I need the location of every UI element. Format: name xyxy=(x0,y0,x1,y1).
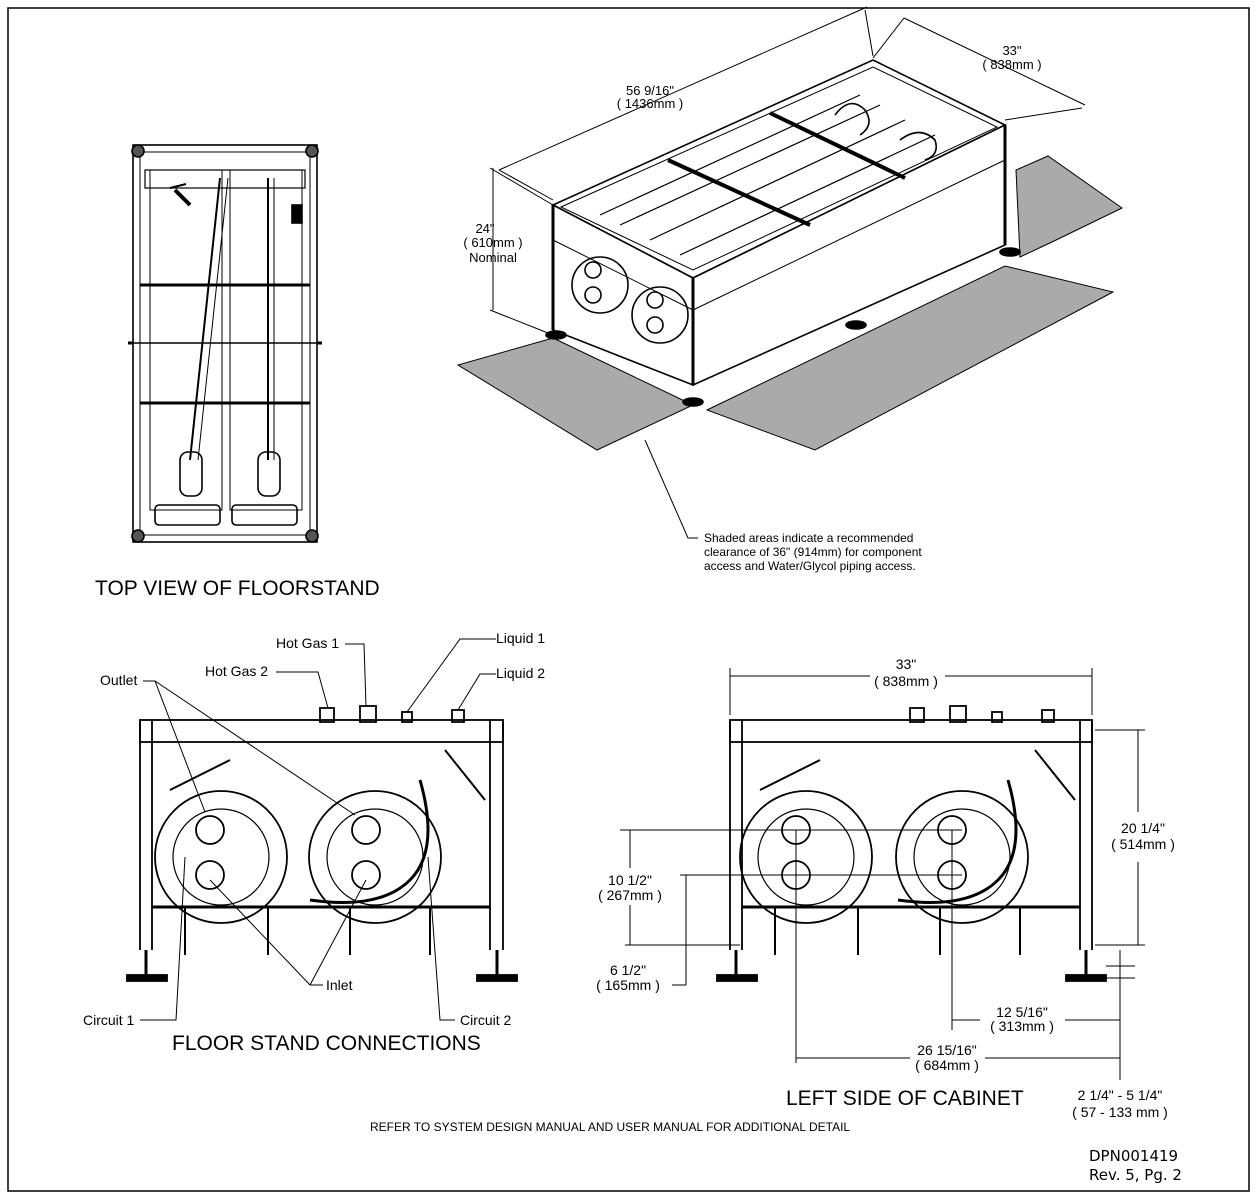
svg-text:24": 24" xyxy=(475,221,494,236)
svg-text:56 9/16": 56 9/16" xyxy=(626,83,674,98)
isometric-drawing: 56 9/16" ( 1436mm ) 33" ( 838mm ) 24" ( … xyxy=(456,6,1123,573)
top-view-title: TOP VIEW OF FLOORSTAND xyxy=(95,577,380,600)
floor-stand-title: FLOOR STAND CONNECTIONS xyxy=(172,1032,481,1055)
floor-stand-leaders xyxy=(140,638,496,1021)
top-view-drawing xyxy=(128,144,322,543)
clearance-area-rear xyxy=(1015,155,1123,258)
upper-port-dimension: 10 1/2" xyxy=(608,872,652,888)
svg-text:( 684mm ): ( 684mm ) xyxy=(915,1057,979,1073)
document-number: DPN001419 xyxy=(1089,1147,1179,1165)
revision-label: Rev. 5, Pg. 2 xyxy=(1089,1166,1182,1184)
svg-text:( 165mm ): ( 165mm ) xyxy=(596,977,660,993)
svg-text:( 838mm ): ( 838mm ) xyxy=(982,57,1041,72)
liquid-1-label: Liquid 1 xyxy=(496,630,545,646)
svg-text:33": 33" xyxy=(1002,43,1021,58)
circuit-2-label: Circuit 2 xyxy=(460,1012,512,1028)
left-side-dimensions: 33" ( 838mm ) 20 1/4" ( 514mm ) 10 1/2" … xyxy=(596,656,1175,1120)
side-height-dimension: 20 1/4" xyxy=(1121,820,1165,836)
floor-stand-callouts: Outlet Hot Gas 2 Hot Gas 1 Liquid 1 Liqu… xyxy=(83,630,545,1028)
outlet-label: Outlet xyxy=(100,672,137,688)
svg-text:clearance of 36" (914mm) for c: clearance of 36" (914mm) for component xyxy=(704,545,922,559)
circuit-1-label: Circuit 1 xyxy=(83,1012,135,1028)
hot-gas-1-label: Hot Gas 1 xyxy=(276,635,339,651)
svg-text:( 313mm ): ( 313mm ) xyxy=(990,1018,1054,1034)
liquid-2-label: Liquid 2 xyxy=(496,665,545,681)
clearance-note: Shaded areas indicate a recommended clea… xyxy=(704,531,922,573)
svg-text:Nominal: Nominal xyxy=(469,250,517,265)
left-side-title: LEFT SIDE OF CABINET xyxy=(786,1087,1024,1110)
svg-text:Shaded areas indicate a recomm: Shaded areas indicate a recommended xyxy=(704,531,913,545)
clearance-area-side xyxy=(705,265,1115,451)
svg-text:( 610mm ): ( 610mm ) xyxy=(463,235,522,250)
refer-note: REFER TO SYSTEM DESIGN MANUAL AND USER M… xyxy=(370,1120,850,1134)
svg-text:( 514mm ): ( 514mm ) xyxy=(1111,836,1175,852)
svg-text:( 267mm ): ( 267mm ) xyxy=(598,887,662,903)
svg-text:( 57 - 133 mm ): ( 57 - 133 mm ) xyxy=(1072,1104,1168,1120)
clearance-area-front xyxy=(456,337,695,451)
inlet-label: Inlet xyxy=(326,977,353,993)
foot-adjust-dimension: 2 1/4" - 5 1/4" xyxy=(1078,1087,1163,1103)
iso-length-dimension: 56 9/16" ( 1436mm ) xyxy=(617,83,683,111)
svg-text:( 1436mm ): ( 1436mm ) xyxy=(617,96,683,111)
hot-gas-2-label: Hot Gas 2 xyxy=(205,663,268,679)
svg-text:( 838mm ): ( 838mm ) xyxy=(874,673,938,689)
lower-port-dimension: 6 1/2" xyxy=(610,962,646,978)
left-side-drawing xyxy=(716,705,1107,982)
page-border xyxy=(7,7,1250,1192)
iso-width-dimension: 33" ( 838mm ) xyxy=(982,43,1041,72)
side-width-dimension: 33" xyxy=(896,656,917,672)
right-port-dimension: 12 5/16" xyxy=(996,1004,1048,1020)
iso-height-dimension: 24" ( 610mm ) Nominal xyxy=(463,221,522,265)
floor-stand-drawing xyxy=(126,705,518,982)
left-side-dimension-lines xyxy=(620,668,1145,1080)
left-port-dimension: 26 15/16" xyxy=(917,1042,976,1058)
document-id-block: DPN001419 Rev. 5, Pg. 2 xyxy=(1089,1147,1182,1185)
svg-text:access and Water/Glycol piping: access and Water/Glycol piping access. xyxy=(704,559,916,573)
